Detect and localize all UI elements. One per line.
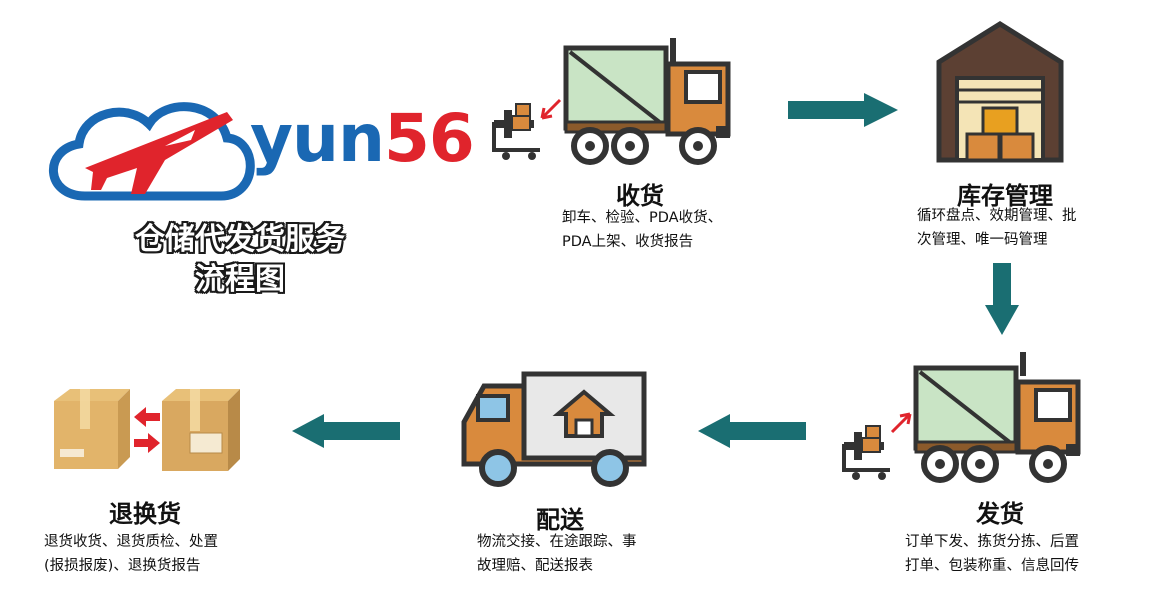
airplane-cloud-logo-icon [49, 102, 255, 201]
step-shipping-desc-line1: 订单下发、拣货分拣、后置 [905, 534, 1079, 550]
step-shipping-desc-line2: 打单、包装称重、信息回传 [905, 558, 1079, 574]
step-receiving-desc-line2: PDA上架、收货报告 [562, 234, 694, 250]
receiving-truck-icon [492, 38, 731, 165]
flow-arrow-icon [698, 414, 806, 448]
logo-text-56: 56 [384, 100, 475, 177]
step-returns-desc-line2: (报损报废)、退换货报告 [44, 558, 201, 574]
warehouse-icon [936, 21, 1064, 163]
flow-arrow-icon [985, 263, 1019, 335]
logo-text-yun: yun [250, 100, 385, 177]
step-shipping-title: 发货 [976, 499, 1024, 528]
step-inventory-title: 库存管理 [957, 181, 1053, 210]
delivery-van-icon [461, 371, 647, 487]
step-inventory-desc-line2: 次管理、唯一码管理 [917, 232, 1048, 248]
shipping-truck-icon [842, 352, 1081, 483]
step-inventory-desc-line1: 循环盘点、效期管理、批 [917, 208, 1077, 224]
flow-arrow-icon [788, 93, 898, 127]
page-title: 仓储代发货服务 [135, 222, 345, 257]
step-delivery-title: 配送 [536, 505, 584, 534]
return-exchange-boxes-icon [54, 389, 240, 471]
step-delivery-desc-line1: 物流交接、在途跟踪、事 [477, 534, 637, 550]
step-receiving-desc-line1: 卸车、检验、PDA收货、 [562, 210, 723, 226]
step-returns-title: 退换货 [109, 499, 181, 528]
logo-wordmark: yun56 [250, 106, 475, 172]
step-delivery-desc-line2: 故理赔、配送报表 [477, 558, 593, 574]
page-subtitle: 流程图 [195, 262, 285, 297]
step-receiving-title: 收货 [616, 181, 664, 210]
flow-arrow-icon [292, 414, 400, 448]
step-returns-desc-line1: 退货收货、退货质检、处置 [44, 534, 218, 550]
